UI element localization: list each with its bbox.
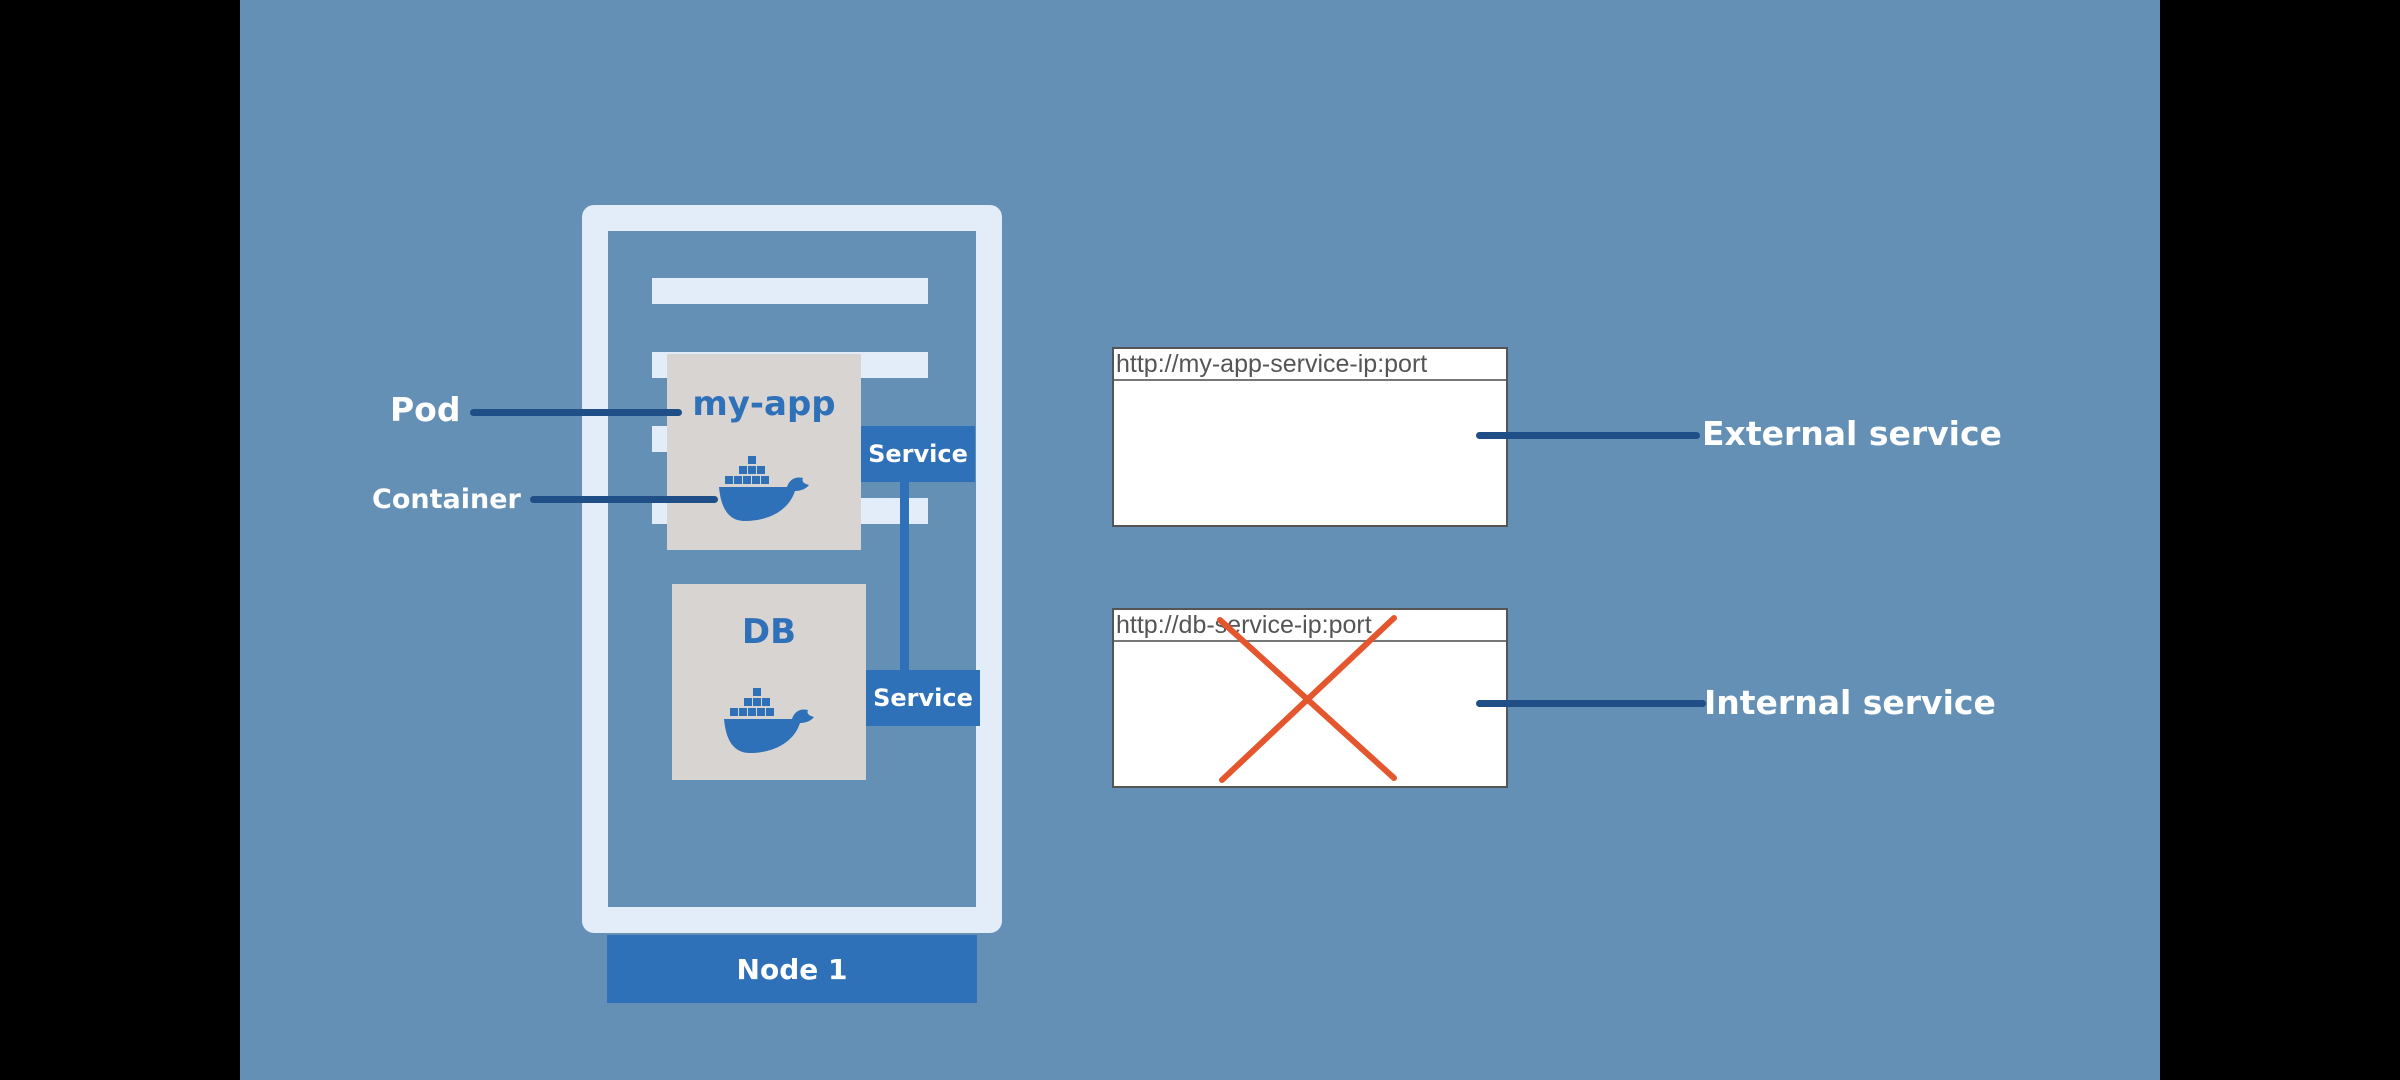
external-url-bar: http://my-app-service-ip:port xyxy=(1114,349,1506,381)
pod-title: DB xyxy=(741,612,797,652)
node-label: Node 1 xyxy=(607,935,977,1003)
internal-service-window: http://db-service-ip:port xyxy=(1112,608,1508,788)
container-leader-line xyxy=(530,496,718,503)
pod-my-app: my-app xyxy=(667,354,861,550)
external-leader-line xyxy=(1476,432,1700,439)
pod-title: my-app xyxy=(692,384,836,424)
internal-service-label: Internal service xyxy=(1704,683,1996,722)
diagram-canvas: Node 1 my-app DB xyxy=(240,0,2160,1080)
service-db: Service xyxy=(866,670,980,726)
external-service-label: External service xyxy=(1702,414,2002,453)
docker-whale-icon xyxy=(719,456,809,521)
internal-leader-line xyxy=(1476,700,1706,707)
node-slot xyxy=(652,278,928,304)
pod-db: DB xyxy=(672,584,866,780)
service-my-app: Service xyxy=(861,426,975,482)
pod-label: Pod xyxy=(390,390,461,429)
service-connection-line xyxy=(900,482,909,672)
cross-icon xyxy=(1217,615,1397,783)
docker-whale-icon xyxy=(724,688,814,753)
node-frame xyxy=(582,205,1002,933)
pod-leader-line xyxy=(470,409,682,416)
internal-url-bar: http://db-service-ip:port xyxy=(1114,610,1506,642)
external-service-window: http://my-app-service-ip:port xyxy=(1112,347,1508,527)
container-label: Container xyxy=(372,484,521,515)
